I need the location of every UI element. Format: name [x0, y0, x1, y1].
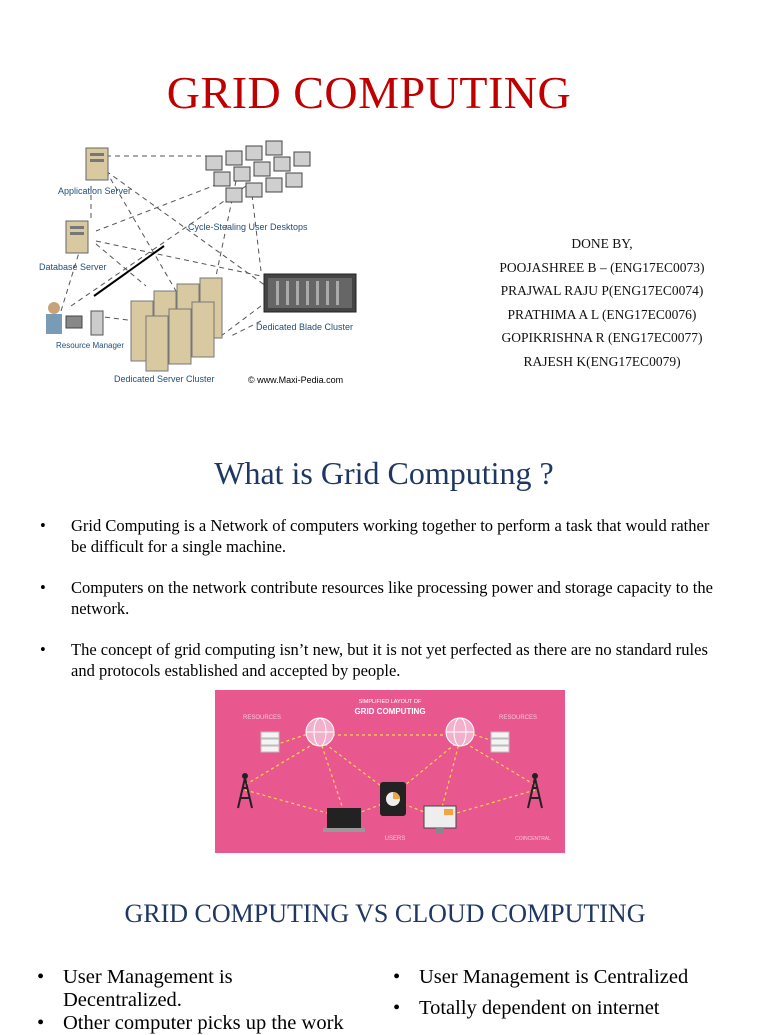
credits-member: GOPIKRISHNA R (ENG17EC0077): [501, 330, 703, 345]
comparison-right-text: Totally dependent on internet: [419, 997, 660, 1019]
bullet-icon: •: [393, 997, 401, 1019]
credits-member: RAJESH K(ENG17EC0079): [523, 353, 681, 369]
bullet-text: The concept of grid computing isn’t new,…: [71, 640, 708, 680]
bullet-icon: •: [40, 516, 46, 535]
bullet-text: Grid Computing is a Network of computers…: [71, 516, 710, 556]
label-blade-cluster: Dedicated Blade Cluster: [256, 322, 353, 332]
bullet-icon: •: [40, 640, 46, 659]
bullet-icon: •: [37, 966, 45, 988]
label-application-server: Application Server: [58, 186, 131, 196]
label-desktops: Cycle-Stealing User Desktops: [188, 222, 308, 232]
users-label: USERS: [385, 836, 406, 842]
infographic-small-title: SIMPLIFIED LAYOUT OF: [359, 699, 422, 705]
infographic-big-title: GRID COMPUTING: [354, 707, 425, 716]
server-rack-icon: [490, 731, 510, 753]
brand-label: COINCENTRAL: [515, 836, 551, 842]
bullet-icon: •: [393, 966, 401, 988]
label-database-server: Database Server: [39, 262, 107, 272]
credits-member: POOJASHREE B – (ENG17EC0073): [499, 259, 705, 275]
antenna-tower-icon: [237, 773, 253, 809]
comparison-right-text: User Management is Centralized: [419, 966, 689, 988]
label-copyright: © www.Maxi-Pedia.com: [248, 375, 343, 385]
section-title: What is Grid Computing ?: [214, 455, 554, 491]
server-rack-icon: [260, 731, 280, 753]
antenna-tower-icon: [527, 773, 543, 809]
globe-icon: [305, 717, 335, 747]
credits-heading: DONE BY,: [571, 236, 633, 251]
label-resource-manager: Resource Manager: [56, 341, 124, 350]
bullet-text: Computers on the network contribute reso…: [71, 578, 713, 618]
bullet-icon: •: [40, 578, 46, 597]
credits-member: PRAJWAL RAJU P(ENG17EC0074): [500, 283, 704, 298]
comparison-title: GRID COMPUTING VS CLOUD COMPUTING: [124, 899, 646, 928]
monitor-icon: [423, 805, 457, 834]
resources-left-label: RESOURCES: [243, 715, 281, 721]
resources-right-label: RESOURCES: [499, 715, 537, 721]
credits-member: PRATHIMA A L (ENG17EC0076): [507, 306, 697, 322]
grid-computing-infographic: SIMPLIFIED LAYOUT OF GRID COMPUTING RESO…: [215, 690, 565, 853]
comparison-left-text: User Management is Decentralized.: [63, 966, 233, 1011]
label-server-cluster: Dedicated Server Cluster: [114, 374, 215, 384]
credits-block: DONE BY, POOJASHREE B – (ENG17EC0073) PR…: [462, 232, 742, 373]
page-title: GRID COMPUTING: [166, 67, 572, 118]
infographic-background: [215, 690, 565, 853]
laptop-icon: [323, 808, 365, 832]
grid-computing-diagram: Application Server Cycle-Stealing User D…: [39, 140, 357, 385]
bullet-icon: •: [37, 1012, 45, 1034]
tablet-icon: [380, 782, 406, 816]
globe-icon: [445, 717, 475, 747]
